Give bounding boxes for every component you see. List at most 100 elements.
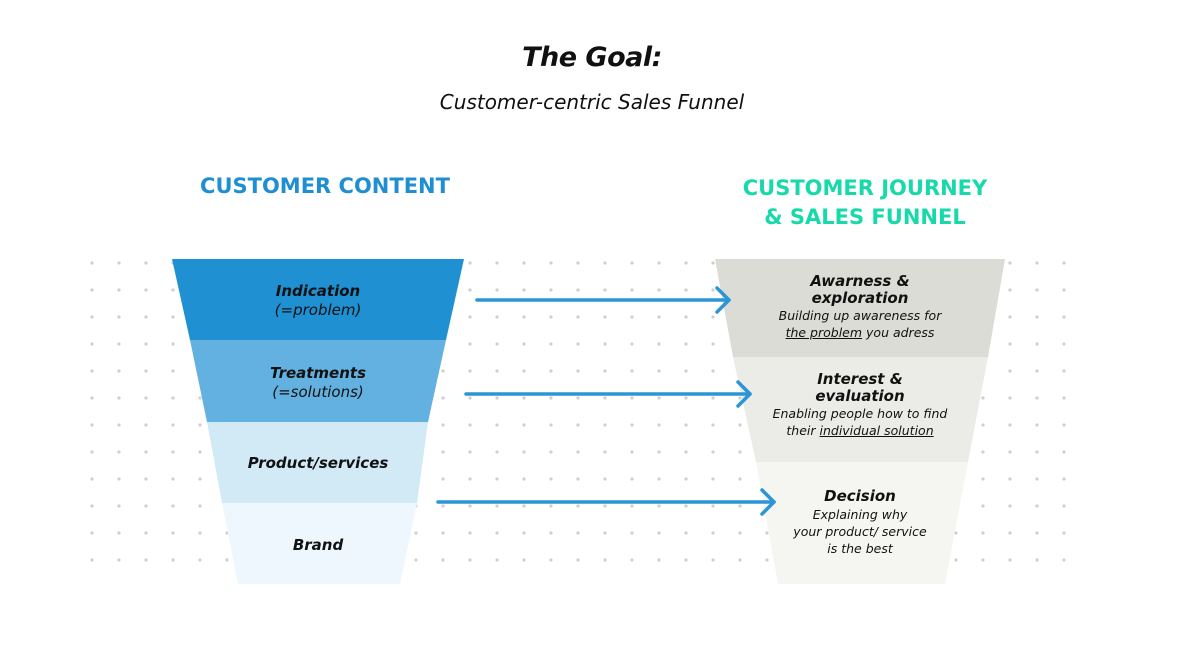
grid-dot <box>1062 558 1066 562</box>
grid-dot <box>738 504 742 508</box>
grid-dot <box>1062 261 1066 265</box>
grid-dot <box>1035 315 1039 319</box>
stage-description: Building up awareness for <box>778 308 942 323</box>
right-funnel <box>715 259 1005 584</box>
grid-dot <box>1062 504 1066 508</box>
grid-dot <box>1008 342 1012 346</box>
stage-label: Decision <box>824 487 896 505</box>
stage-description: your product/ service <box>793 524 927 539</box>
grid-dot <box>1008 288 1012 292</box>
grid-dot <box>171 288 175 292</box>
grid-dot <box>738 477 742 481</box>
grid-dot <box>630 504 634 508</box>
grid-dot <box>684 477 688 481</box>
underlined-text: the problem <box>785 325 863 340</box>
grid-dot <box>684 261 688 265</box>
grid-dot <box>441 450 445 454</box>
grid-dot <box>468 558 472 562</box>
page-title: The Goal: <box>522 42 662 73</box>
grid-dot <box>657 558 661 562</box>
grid-dot <box>522 342 526 346</box>
grid-dot <box>495 531 499 535</box>
grid-dot <box>1035 504 1039 508</box>
grid-dot <box>1035 369 1039 373</box>
grid-dot <box>144 342 148 346</box>
grid-dot <box>738 450 742 454</box>
stage-label: Awarness & <box>810 272 910 290</box>
grid-dot <box>603 558 607 562</box>
grid-dot <box>630 288 634 292</box>
grid-dot <box>441 423 445 427</box>
grid-dot <box>522 315 526 319</box>
grid-dot <box>1035 261 1039 265</box>
arrow-indication-to-awareness <box>475 286 731 314</box>
grid-dot <box>144 504 148 508</box>
grid-dot <box>144 315 148 319</box>
grid-dot <box>495 288 499 292</box>
grid-dot <box>495 342 499 346</box>
grid-dot <box>711 504 715 508</box>
grid-dot <box>468 315 472 319</box>
grid-dot <box>657 261 661 265</box>
grid-dot <box>657 288 661 292</box>
grid-dot <box>117 261 121 265</box>
grid-dot <box>684 369 688 373</box>
grid-dot <box>576 288 580 292</box>
grid-dot <box>576 315 580 319</box>
grid-dot <box>1035 396 1039 400</box>
grid-dot <box>171 477 175 481</box>
grid-dot <box>981 477 985 481</box>
grid-dot <box>117 531 121 535</box>
grid-dot <box>90 423 94 427</box>
grid-dot <box>117 477 121 481</box>
grid-dot <box>171 396 175 400</box>
grid-dot <box>198 504 202 508</box>
grid-dot <box>468 288 472 292</box>
grid-dot <box>117 396 121 400</box>
grid-dot <box>1035 558 1039 562</box>
grid-dot <box>90 315 94 319</box>
grid-dot <box>117 504 121 508</box>
funnel-stage-awareness <box>715 259 1005 357</box>
grid-dot <box>981 531 985 535</box>
grid-dot <box>495 423 499 427</box>
grid-dot <box>738 531 742 535</box>
grid-dot <box>657 396 661 400</box>
grid-dot <box>576 423 580 427</box>
grid-dot <box>90 261 94 265</box>
arrow-treatments-to-interest <box>464 380 752 408</box>
grid-dot <box>1008 558 1012 562</box>
funnel-stage-brand <box>222 503 417 584</box>
grid-dot <box>603 531 607 535</box>
grid-dot <box>576 396 580 400</box>
grid-dot <box>522 423 526 427</box>
grid-dot <box>603 504 607 508</box>
grid-dot <box>171 504 175 508</box>
funnel-stage-product-services <box>207 422 428 503</box>
grid-dot <box>549 315 553 319</box>
grid-dot <box>90 531 94 535</box>
grid-dot <box>1008 396 1012 400</box>
grid-dot <box>468 369 472 373</box>
grid-dot <box>981 450 985 454</box>
stage-sublabel: (=solutions) <box>272 383 364 401</box>
grid-dot <box>1008 261 1012 265</box>
heading-line: & SALES FUNNEL <box>764 205 966 229</box>
grid-dot <box>225 558 229 562</box>
grid-dot <box>1035 477 1039 481</box>
stage-label: Interest & <box>817 370 903 388</box>
stage-sublabel: (=problem) <box>274 301 362 319</box>
grid-dot <box>468 342 472 346</box>
grid-dot <box>198 558 202 562</box>
grid-dot <box>1035 342 1039 346</box>
grid-dot <box>1062 369 1066 373</box>
grid-dot <box>1062 423 1066 427</box>
grid-dot <box>657 531 661 535</box>
grid-dot <box>144 261 148 265</box>
grid-dot <box>468 504 472 508</box>
grid-dot <box>198 423 202 427</box>
grid-dot <box>711 558 715 562</box>
description-text: their <box>786 423 820 438</box>
grid-dot <box>738 558 742 562</box>
grid-dot <box>171 450 175 454</box>
